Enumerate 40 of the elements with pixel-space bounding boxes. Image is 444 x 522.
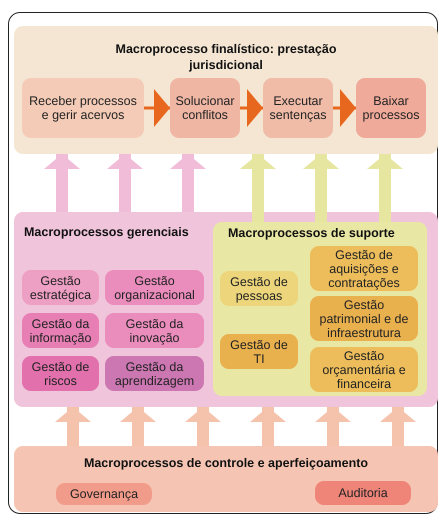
group-panel <box>14 26 438 154</box>
block-arrow <box>315 407 351 446</box>
process-box: Gestão estratégica <box>22 270 99 305</box>
process-box: Auditoria <box>315 481 411 505</box>
process-box: Gestão organizacional <box>105 270 204 305</box>
process-box: Gestão de pessoas <box>220 271 298 306</box>
process-box: Gestão de TI <box>220 334 298 369</box>
block-arrow <box>44 154 80 212</box>
arrow <box>144 89 170 127</box>
block-arrow <box>380 407 416 446</box>
group-panel <box>14 446 438 512</box>
process-box: Baixar processos <box>356 78 426 138</box>
group-title: Macroprocessos de suporte <box>228 226 395 242</box>
process-box: Solucionar conflitos <box>170 78 240 138</box>
process-box: Gestão de aquisições e contratações <box>310 246 418 291</box>
block-arrow <box>367 154 403 222</box>
group-panel <box>213 222 427 396</box>
process-box: Executar sentenças <box>263 78 333 138</box>
arrow <box>240 89 263 127</box>
block-arrow <box>120 407 156 446</box>
block-arrow <box>240 154 276 222</box>
group-title: Macroprocessos de controle e aperfeiçoamento <box>82 456 370 472</box>
process-box: Gestão da informação <box>22 313 99 348</box>
group-title: Macroprocesso finalístico: prestação jurisdicional <box>114 42 338 74</box>
process-box: Governança <box>56 483 152 505</box>
arrow <box>333 89 356 127</box>
block-arrow <box>185 407 221 446</box>
block-arrow <box>107 154 143 212</box>
process-box: Receber processos e gerir acervos <box>22 78 144 138</box>
block-arrow <box>170 154 206 212</box>
block-arrow <box>250 407 286 446</box>
process-box: Gestão patrimonial e de infraestrutura <box>310 296 418 341</box>
process-box: Gestão orçamentária e financeira <box>310 347 418 392</box>
group-title: Macroprocessos gerenciais <box>24 225 189 241</box>
process-box: Gestão da aprendizagem <box>105 356 204 391</box>
process-box: Gestão de riscos <box>22 356 99 391</box>
block-arrow <box>55 407 91 446</box>
block-arrow <box>303 154 339 222</box>
process-box: Gestão da inovação <box>105 313 204 348</box>
group-panel <box>14 212 438 407</box>
